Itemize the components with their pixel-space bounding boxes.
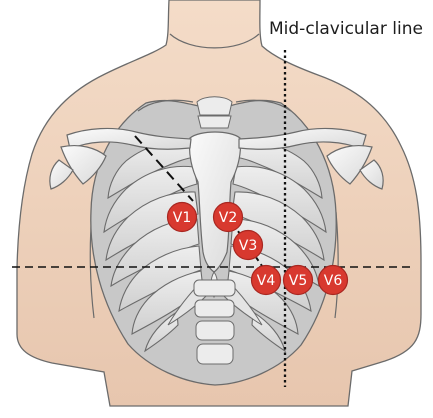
- electrode-v1-label: V1: [173, 210, 191, 226]
- electrode-v3-label: V3: [239, 238, 257, 254]
- electrode-v4: V4: [252, 266, 281, 295]
- electrode-v5: V5: [284, 266, 313, 295]
- electrode-v5-label: V5: [289, 273, 307, 289]
- electrode-v6-label: V6: [324, 273, 343, 289]
- electrode-v2: V2: [214, 203, 243, 232]
- electrode-v6: V6: [319, 266, 348, 295]
- electrode-v1: V1: [168, 203, 197, 232]
- mid-clavicular-line-label: Mid-clavicular line: [269, 19, 423, 39]
- electrode-v4-label: V4: [257, 273, 276, 289]
- electrode-v2-label: V2: [219, 210, 237, 226]
- electrode-v3: V3: [234, 231, 263, 260]
